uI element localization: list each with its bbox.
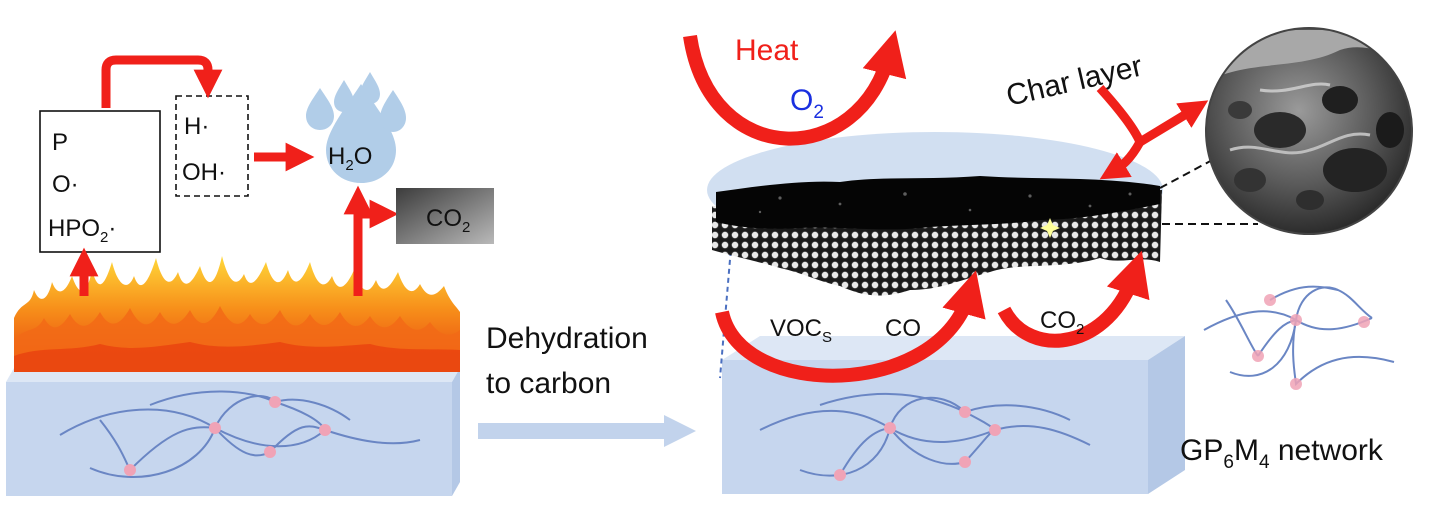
heat-label: Heat <box>735 34 799 67</box>
left-network-nodes <box>124 396 331 476</box>
left-panel: P O· HPO2· H· OH· H2O <box>6 55 494 496</box>
dashed-guide-line <box>719 223 734 379</box>
flame-icon <box>14 256 460 372</box>
radical-oh: OH· <box>182 159 226 186</box>
radicals-box: P O· HPO2· <box>39 110 161 253</box>
water-drop-icon <box>306 72 406 183</box>
arrow-radicals-to-captured <box>101 55 223 108</box>
radical-o: O· <box>52 171 79 198</box>
sem-pointer-top <box>1159 157 1217 189</box>
oxygen-label: O2 <box>790 84 824 123</box>
vocs-co-arrow <box>715 270 986 383</box>
gp6m4-network <box>1203 285 1395 390</box>
right-network-nodes <box>834 406 1001 481</box>
char-sem-image <box>1205 27 1413 235</box>
to-carbon-label: to carbon <box>486 367 611 400</box>
co2-label-left: CO2 <box>426 205 470 236</box>
co-label: CO <box>885 315 921 342</box>
char-layer-arrows <box>1096 84 1209 180</box>
co2-escape-arrow <box>997 250 1150 348</box>
captured-radicals-box: H· OH· <box>175 95 249 197</box>
left-arrows <box>69 55 399 296</box>
right-panel: Heat O2 Char layer VOCS CO CO2 <box>683 27 1413 494</box>
co2-smoke-box: CO2 <box>396 188 494 244</box>
right-polymer-block <box>722 336 1185 494</box>
network-caption: GP6M4 network <box>1180 434 1384 473</box>
vocs-label: VOCS <box>770 315 832 346</box>
water-label: H2O <box>328 143 372 174</box>
radical-p: P <box>52 129 68 156</box>
radical-h: H· <box>184 113 209 140</box>
char-layer <box>712 176 1162 296</box>
char-layer-label: Char layer <box>1003 50 1145 113</box>
radical-hpo2: HPO2· <box>48 215 116 246</box>
dehydration-label: Dehydration <box>486 322 648 355</box>
left-polymer-block <box>6 368 460 496</box>
heat-oxygen-arrow <box>683 30 907 146</box>
co2-label-right: CO2 <box>1040 307 1084 338</box>
